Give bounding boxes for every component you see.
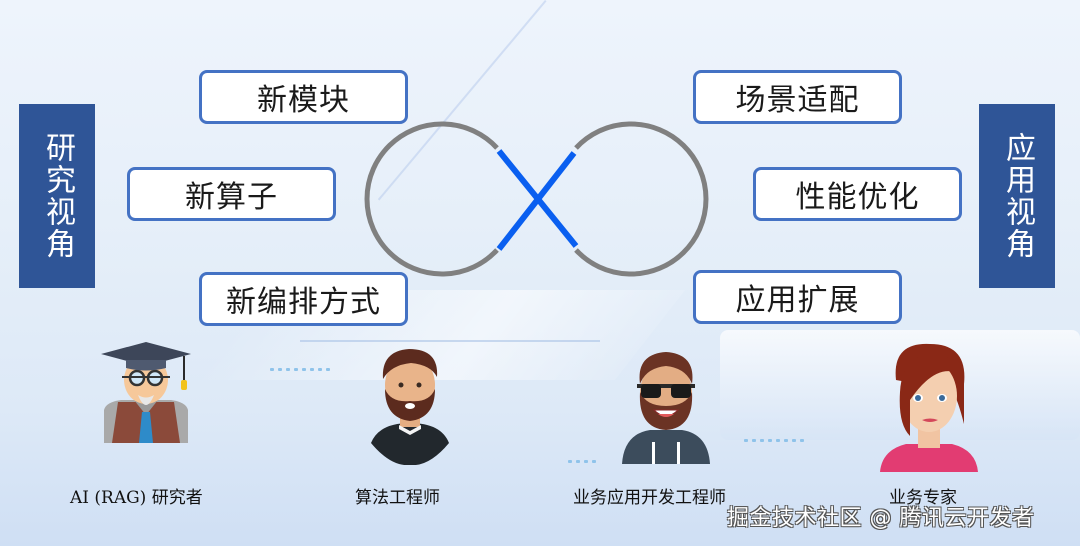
background-line: [300, 340, 600, 342]
infinity-loop-icon: [364, 121, 709, 277]
box-application-extension: 应用扩展: [693, 270, 902, 324]
research-perspective-label: 研究视角: [19, 104, 95, 288]
persona-label-app-developer: 业务应用开发工程师: [573, 488, 726, 508]
professor-avatar: [101, 342, 191, 443]
decorative-dots: [568, 460, 596, 463]
decorative-dots: [270, 368, 330, 371]
bearded-man-avatar: [371, 349, 449, 465]
persona-label-ai-researcher: AI (RAG) 研究者: [70, 488, 203, 508]
box-performance-optimization: 性能优化: [753, 167, 962, 221]
application-perspective-label: 应用视角: [979, 104, 1055, 288]
sunglasses-man-avatar: [622, 352, 710, 464]
persona-label-algorithm-engineer: 算法工程师: [355, 488, 440, 508]
persona-label-business-expert: 业务专家: [889, 488, 957, 508]
decorative-dots: [744, 439, 804, 442]
watermark: 掘金技术社区 @ 腾讯云开发者: [727, 506, 1035, 531]
woman-avatar: [880, 343, 978, 472]
box-new-orchestration: 新编排方式: [199, 272, 408, 326]
box-scenario-adaptation: 场景适配: [693, 70, 902, 124]
box-new-module: 新模块: [199, 70, 408, 124]
box-new-operator: 新算子: [127, 167, 336, 221]
